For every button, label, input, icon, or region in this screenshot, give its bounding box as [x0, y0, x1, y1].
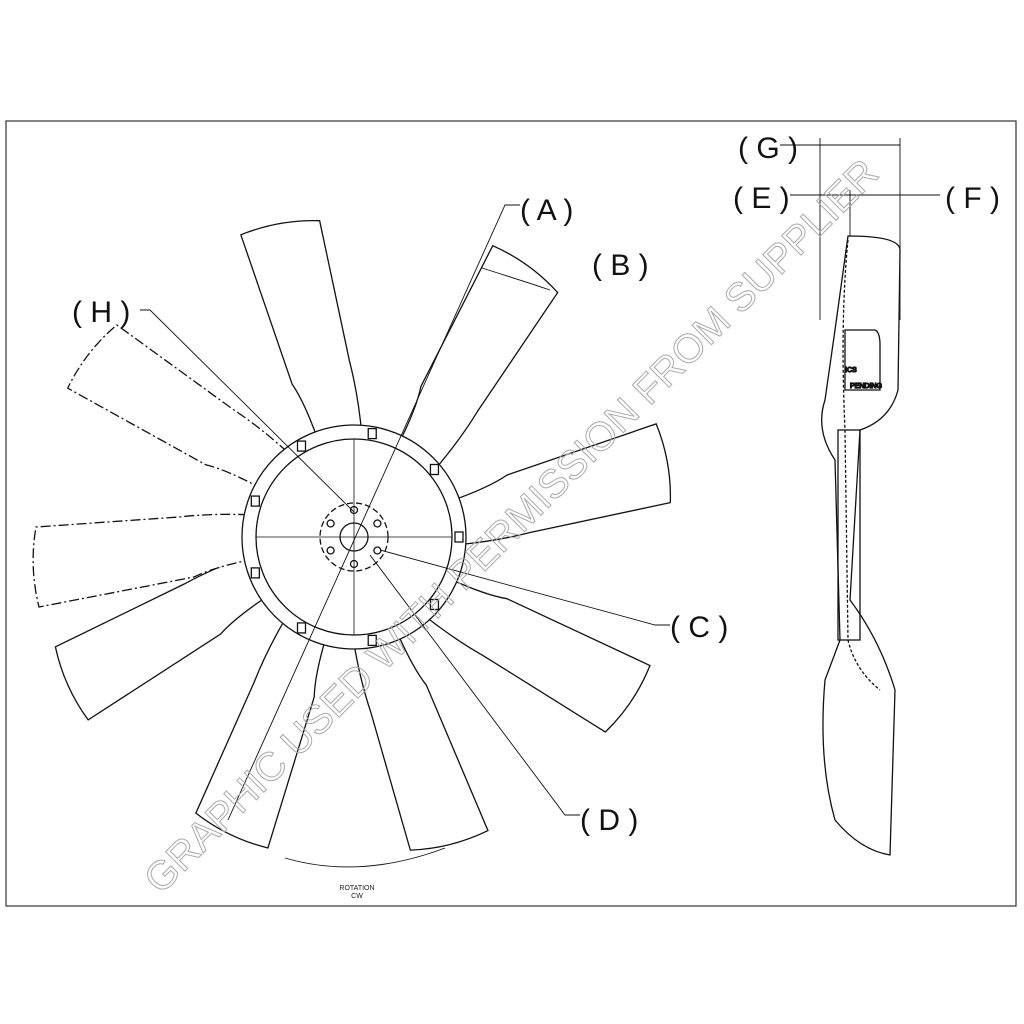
label-f: ( F ) — [945, 182, 1000, 215]
hub-rivet — [367, 634, 377, 647]
side-view-mark-pending: PENDING — [850, 383, 882, 390]
fan-blade — [421, 577, 651, 733]
label-d: ( D ) — [580, 804, 638, 837]
hub-rivet — [429, 598, 440, 611]
hub-rivet — [250, 495, 260, 507]
hub — [241, 424, 467, 650]
fan-blade — [240, 219, 363, 442]
hub-rivet — [296, 622, 307, 634]
hub-rivet — [429, 463, 440, 476]
fan-blade — [352, 629, 489, 851]
bolt-hole — [373, 519, 382, 528]
rotation-direction: CW — [351, 893, 363, 900]
label-c: ( C ) — [670, 611, 728, 644]
fan-blade — [397, 244, 559, 473]
fan-blade — [66, 324, 293, 491]
label-b: ( B ) — [592, 249, 649, 282]
drawing-frame — [5, 120, 1017, 907]
bolt-hole — [326, 519, 335, 528]
fan-blade — [32, 513, 255, 608]
rotation-label: ROTATION — [339, 885, 374, 892]
label-h: ( H ) — [72, 296, 130, 329]
front-view-blades — [32, 219, 672, 851]
hub-rivet — [296, 440, 307, 452]
bolt-hole — [326, 546, 335, 555]
hub-rivet — [250, 567, 260, 579]
fan-blade — [449, 423, 672, 546]
side-view: ICS PENDING — [821, 235, 901, 856]
hub-rivet — [367, 427, 377, 440]
hub-rivet — [454, 531, 464, 543]
label-a: ( A ) — [520, 194, 573, 227]
side-view-mark-ics: ICS — [845, 367, 857, 374]
dimension-labels: ( H ) ( A ) ( B ) ( C ) ( D ) ( E ) ( F … — [72, 132, 1000, 837]
label-g: ( G ) — [738, 132, 798, 165]
label-e: ( E ) — [733, 182, 790, 215]
